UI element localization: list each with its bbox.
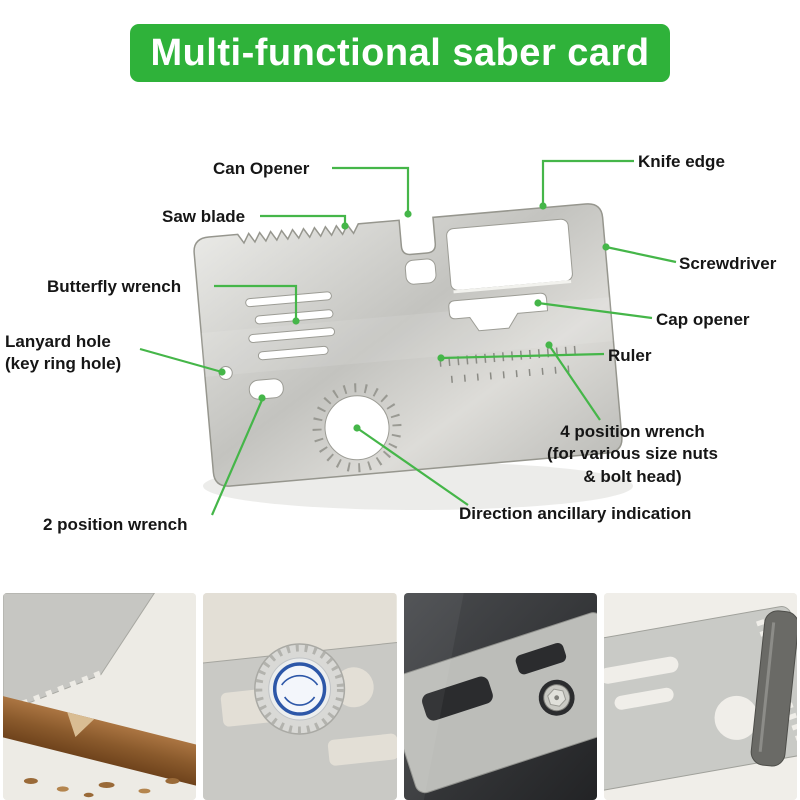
direction-radial-ticks [312,383,402,473]
label-direction-indication: Direction ancillary indication [459,504,692,523]
label-screwdriver: Screwdriver [679,254,777,273]
thumb-saw-cutting-wood [3,593,197,800]
label-lanyard-hole: Lanyard hole (key ring hole) [5,332,122,374]
leader-direction-indication [356,427,469,506]
leader-ruler [440,352,605,360]
leader-butterfly-wrench [214,284,298,321]
wood-shavings [23,778,180,798]
leader-saw-blade [260,214,347,226]
detail-photos-row [0,593,800,800]
card-cutouts-clip-photo [603,593,797,800]
wood-stick [3,694,197,789]
label-knife-edge: Knife edge [638,152,725,171]
saw-teeth [3,670,103,718]
saw-cutting-wood-photo [3,593,197,800]
leader-cap-opener [537,301,653,320]
belt-clip [750,610,797,767]
light-streak [403,593,464,800]
bottle-cap-opener-photo [203,593,397,800]
label-two-position-wrench: 2 position wrench [43,515,188,534]
leader-knife-edge [541,159,634,206]
label-four-position-wrench: 4 position wrench (for various size nuts… [547,422,718,486]
leader-lanyard-hole [139,347,223,374]
wrench-bolt-detail-photo [403,593,597,800]
knife-edge-window [446,218,573,291]
saw-cut-notch [67,712,95,737]
thumb-card-cutouts-clip [603,593,797,800]
label-cap-opener: Cap opener [656,310,750,329]
saber-card-diagram [139,159,677,516]
leader-can-opener [332,166,410,214]
leader-two-position-wrench [210,399,264,516]
bottle-cap [254,643,346,735]
leader-four-position-wrench [548,344,601,421]
page-title: Multi-functional saber card [150,31,650,74]
can-opener-hole [404,258,437,285]
label-can-opener: Can Opener [213,159,310,178]
label-ruler: Ruler [608,346,652,365]
label-butterfly-wrench: Butterfly wrench [47,277,182,296]
thumb-bottle-cap-opener [203,593,397,800]
title-banner: Multi-functional saber card [130,24,670,82]
saber-card-image [193,203,623,487]
two-position-wrench-slot [248,378,284,400]
label-saw-blade: Saw blade [162,207,246,226]
card-piece [403,612,597,794]
butterfly-wrench-slots [245,291,336,361]
cap-opener-wrench-cutout [448,292,549,332]
knife-edge-bevel [453,280,572,294]
leader-lines [139,159,677,516]
leader-screwdriver [605,245,677,264]
thumb-wrench-bolt-detail [403,593,597,800]
leader-dots [218,202,610,432]
